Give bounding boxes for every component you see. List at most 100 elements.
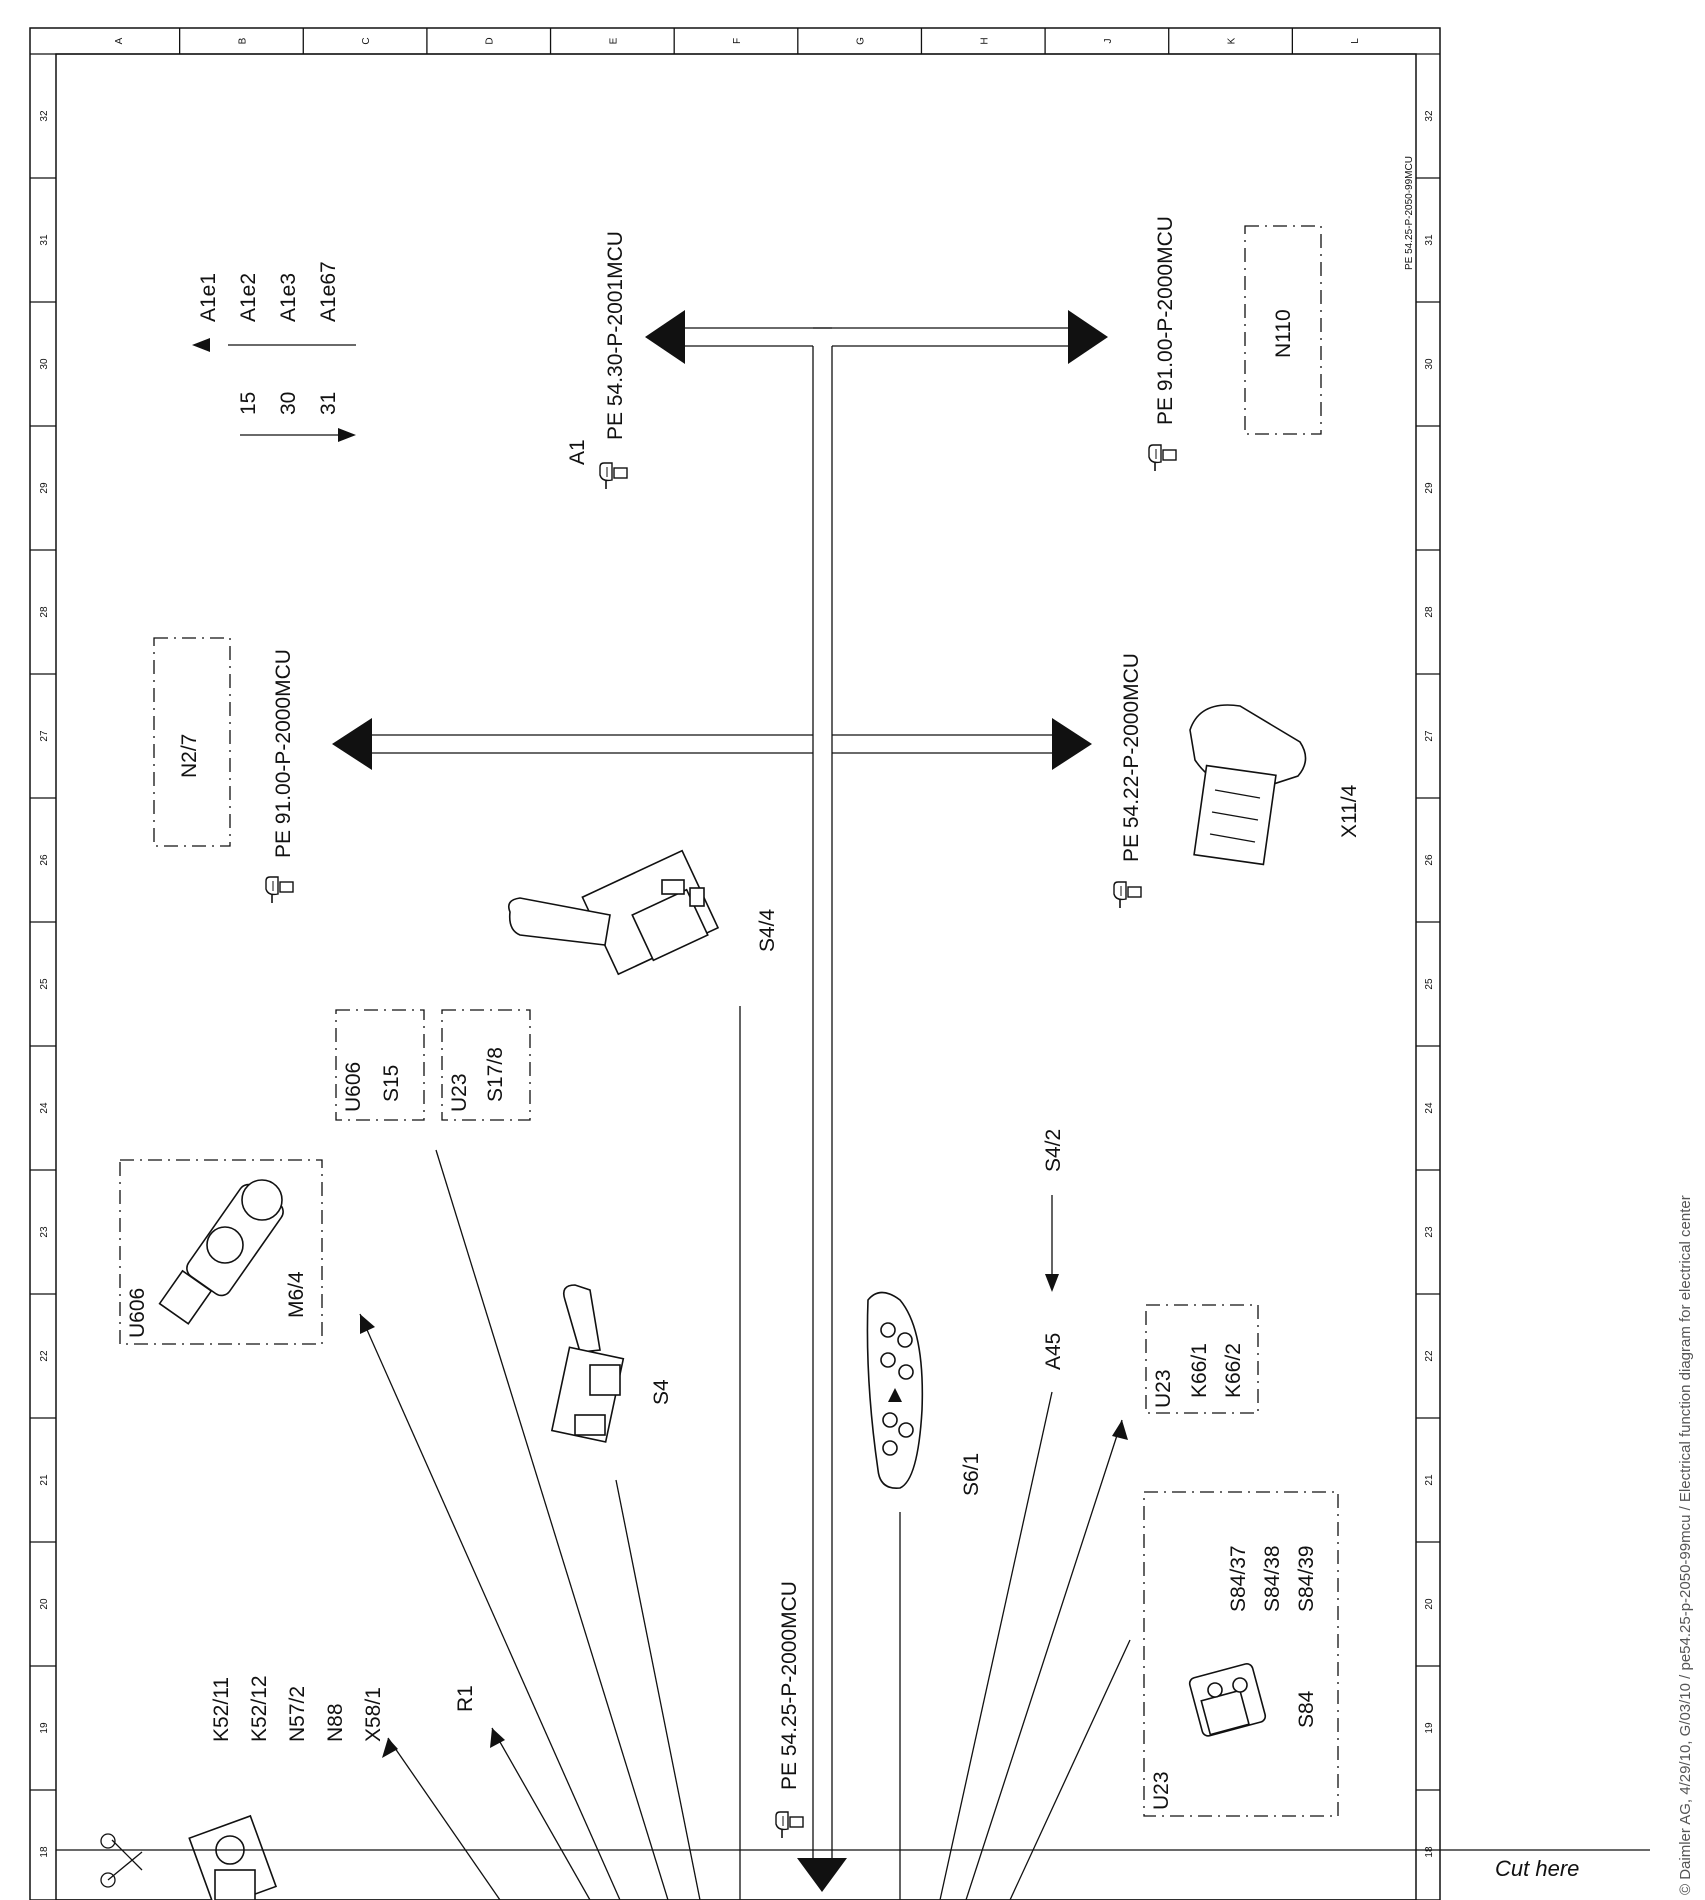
grid-column-letter: E: [608, 37, 619, 44]
legend-input: A1e67: [317, 261, 340, 322]
connection-lines: [359, 1006, 1131, 1900]
label-n110: N110: [1272, 309, 1295, 358]
label-k5212: K52/12: [248, 1675, 271, 1742]
grid-column-letter: F: [732, 38, 743, 44]
reference-x114: PE 54.22-P-2000MCU: [1120, 653, 1143, 862]
arrow-left-icon: [645, 310, 685, 364]
legend-input: A1e3: [277, 273, 300, 322]
label-k661: K66/1: [1188, 1343, 1211, 1398]
grid-row-number: 18: [1424, 1846, 1435, 1858]
copyright-text: © Daimler AG, 4/29/10, G/03/10 / pe54.25…: [1677, 1195, 1694, 1895]
label-u23: U23: [1150, 1771, 1173, 1810]
cut-here-label: Cut here: [1495, 1856, 1579, 1881]
label-n88: N88: [324, 1703, 347, 1742]
grid-row-number: 22: [1424, 1350, 1435, 1362]
reference-n27: PE 91.00-P-2000MCU: [272, 649, 295, 858]
s4-combination-switch-image: [550, 1284, 625, 1443]
label-s84: S84: [1295, 1690, 1318, 1728]
u606-s15-box: [335, 1009, 425, 1121]
label-u606: U606: [126, 1288, 149, 1338]
label-u606: U606: [342, 1062, 365, 1112]
label-s8439: S84/39: [1295, 1545, 1318, 1612]
grid-column-letter: G: [856, 37, 867, 45]
arrowhead-icon: [382, 1738, 398, 1758]
grid-row-number: 27: [39, 730, 50, 742]
label-n27: N2/7: [178, 734, 201, 778]
reference-hand-icon: [1113, 881, 1142, 909]
reference-n110: PE 91.00-P-2000MCU: [1154, 216, 1177, 425]
grid-row-number: 32: [1424, 110, 1435, 122]
legend-input: A1e2: [237, 273, 260, 322]
grid-row-number: 26: [39, 854, 50, 866]
grid-column-letter: H: [979, 37, 990, 44]
arrow-down-icon: [1045, 1274, 1059, 1292]
grid-row-number: 24: [1424, 1102, 1435, 1114]
label-u23: U23: [1152, 1369, 1175, 1408]
arrowhead-icon: [360, 1314, 375, 1334]
u23-s178-box: [441, 1009, 531, 1121]
grid-row-number: 22: [39, 1350, 50, 1362]
reference-hand-icon: [1148, 444, 1177, 472]
grid-row-number: 23: [1424, 1226, 1435, 1238]
legend: A1e1 A1e2 A1e3 A1e67 15 30 31: [192, 261, 356, 442]
grid-column-letter: J: [1103, 39, 1114, 44]
label-s15: S15: [380, 1065, 403, 1102]
label-s178: S17/8: [484, 1047, 507, 1102]
main-bus: [368, 327, 1070, 1860]
grid-row-number: 30: [1424, 358, 1435, 370]
u23-s84-box: [1143, 1491, 1339, 1817]
label-s8438: S84/38: [1261, 1545, 1284, 1612]
scissors-icon: [100, 1833, 143, 1888]
grid-row-number: 28: [1424, 606, 1435, 618]
label-n572: N57/2: [286, 1686, 309, 1742]
label-k5211: K52/11: [210, 1677, 233, 1742]
reference-hand-icon: [265, 876, 294, 904]
bottom-part-image: [188, 1814, 278, 1900]
label-u23: U23: [448, 1073, 471, 1112]
arrowhead-icon: [1112, 1420, 1128, 1440]
n110-box: [1244, 225, 1322, 435]
grid-row-number: 19: [1424, 1722, 1435, 1734]
grid-column-letter: D: [485, 37, 496, 44]
grid-row-number: 29: [39, 482, 50, 494]
label-k662: K66/2: [1222, 1343, 1245, 1398]
label-s8437: S84/37: [1227, 1545, 1250, 1612]
reference-bottom: PE 54.25-P-2000MCU: [778, 1581, 801, 1790]
grid-row-number: 30: [39, 358, 50, 370]
u606-m64-box: [119, 1159, 323, 1345]
x114-connector-image: [1189, 704, 1307, 866]
grid-row-number: 29: [1424, 482, 1435, 494]
arrowhead-icon: [490, 1728, 505, 1748]
reference-a1: PE 54.30-P-2001MCU: [604, 231, 627, 440]
grid-row-number: 19: [39, 1722, 50, 1734]
reference-hand-icon: [775, 1811, 804, 1839]
grid-column-letter: L: [1350, 38, 1361, 44]
grid-row-number: 28: [39, 606, 50, 618]
grid-row-number: 27: [1424, 730, 1435, 742]
legend-input: A1e1: [197, 273, 220, 322]
label-x114: X11/4: [1338, 784, 1361, 838]
grid-row-number: 24: [39, 1102, 50, 1114]
grid-row-number: 31: [1424, 234, 1435, 246]
document-code: PE 54.25-P-2050-99MCU: [1404, 156, 1415, 270]
grid-row-number: 21: [39, 1474, 50, 1486]
label-x581: X58/1: [362, 1687, 385, 1742]
label-s61: S6/1: [960, 1453, 983, 1496]
arrow-left-icon: [332, 718, 372, 770]
label-s4: S4: [650, 1379, 673, 1405]
arrow-right-icon: [1068, 310, 1108, 364]
label-m64: M6/4: [285, 1271, 308, 1318]
arrow-right-icon: [1052, 718, 1092, 770]
grid-row-number: 21: [1424, 1474, 1435, 1486]
grid-row-number: 26: [1424, 854, 1435, 866]
grid-row-number: 23: [39, 1226, 50, 1238]
grid-row-number: 18: [39, 1846, 50, 1858]
grid-column-letter: A: [114, 37, 125, 44]
label-a1: A1: [566, 439, 589, 465]
s84-switch-image: [1188, 1663, 1267, 1737]
arrow-right-icon: [338, 428, 356, 442]
grid-column-letter: K: [1227, 37, 1238, 44]
arrow-down-icon: [797, 1858, 847, 1892]
